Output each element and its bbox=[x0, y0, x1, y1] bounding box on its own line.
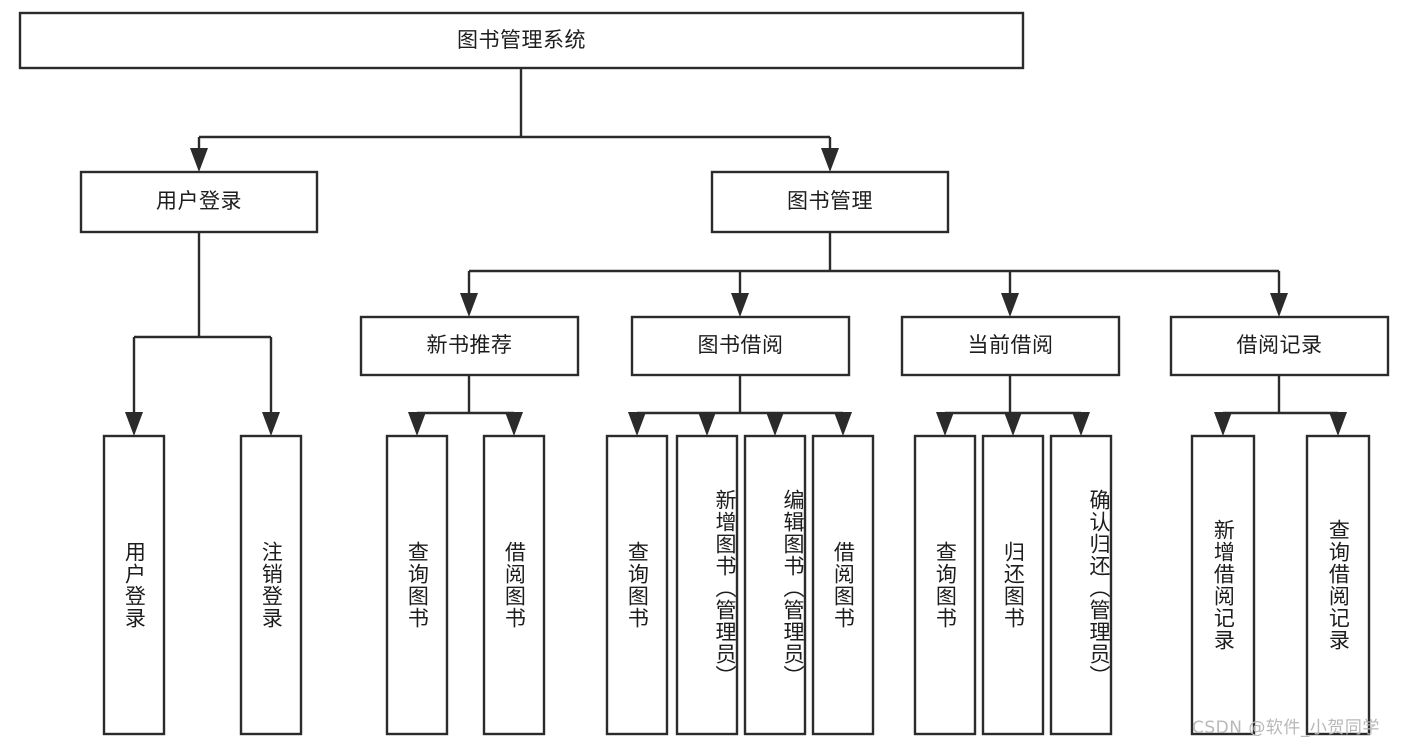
arrow-head-icon bbox=[698, 412, 716, 436]
node-box-leaf-query-book-3[interactable] bbox=[913, 434, 977, 736]
connector-new-book-recommend-to-leaves bbox=[408, 375, 523, 436]
arrow-head-icon bbox=[766, 412, 784, 436]
connector-current-borrow-to-leaves bbox=[936, 375, 1090, 436]
arrow-head-icon bbox=[1072, 412, 1090, 436]
node-box-current-borrow[interactable] bbox=[900, 315, 1121, 377]
node-box-user-login[interactable] bbox=[79, 170, 319, 234]
arrow-head-icon bbox=[1214, 412, 1232, 436]
arrow-head-icon bbox=[628, 412, 646, 436]
node-box-new-book-recommend[interactable] bbox=[359, 315, 580, 377]
node-box-borrow-record[interactable] bbox=[1169, 315, 1390, 377]
node-box-book-borrow[interactable] bbox=[630, 315, 851, 377]
arrow-head-icon bbox=[936, 412, 954, 436]
connector-book-borrow-to-leaves bbox=[628, 375, 852, 436]
arrow-head-icon bbox=[731, 293, 749, 317]
node-box-leaf-query-record[interactable] bbox=[1305, 434, 1371, 736]
arrow-head-icon bbox=[1004, 412, 1022, 436]
node-box-book-manage[interactable] bbox=[710, 170, 950, 234]
arrow-head-icon bbox=[262, 412, 280, 436]
arrow-head-icon bbox=[190, 148, 208, 172]
arrow-head-icon bbox=[834, 412, 852, 436]
arrow-head-icon bbox=[821, 148, 839, 172]
node-box-leaf-add-book[interactable] bbox=[675, 434, 739, 736]
connector-root-to-level2 bbox=[190, 68, 839, 172]
connector-book-manage-to-level3 bbox=[460, 232, 1288, 317]
arrow-head-icon bbox=[1270, 293, 1288, 317]
connector-borrow-record-to-leaves bbox=[1214, 375, 1347, 436]
node-box-leaf-borrow-book-2[interactable] bbox=[811, 434, 875, 736]
node-box-leaf-edit-book[interactable] bbox=[743, 434, 807, 736]
node-box-leaf-user-logout[interactable] bbox=[239, 434, 303, 736]
node-box-leaf-user-login[interactable] bbox=[102, 434, 166, 736]
arrow-head-icon bbox=[1001, 293, 1019, 317]
connector-user-login-to-leaves bbox=[125, 232, 280, 436]
node-box-leaf-confirm-return[interactable] bbox=[1049, 434, 1113, 736]
node-box-leaf-return-book[interactable] bbox=[981, 434, 1045, 736]
node-box-leaf-borrow-book-1[interactable] bbox=[482, 434, 546, 736]
node-box-leaf-query-book-1[interactable] bbox=[385, 434, 449, 736]
arrow-head-icon bbox=[1329, 412, 1347, 436]
arrow-head-icon bbox=[460, 293, 478, 317]
node-box-leaf-query-book-2[interactable] bbox=[605, 434, 669, 736]
arrow-head-icon bbox=[505, 412, 523, 436]
node-box-leaf-add-record[interactable] bbox=[1190, 434, 1256, 736]
arrow-head-icon bbox=[125, 412, 143, 436]
node-box-root[interactable] bbox=[18, 11, 1025, 70]
arrow-head-icon bbox=[408, 412, 426, 436]
